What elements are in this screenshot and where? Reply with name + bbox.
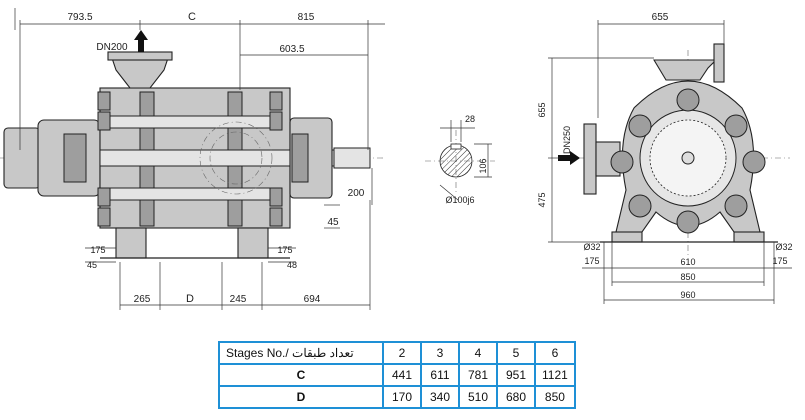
edge-175-left: 175 — [584, 256, 599, 266]
dim-655-top: 655 — [652, 12, 669, 23]
key-width-dim: 28 — [465, 114, 475, 124]
dim-175-right: 175 — [277, 245, 292, 255]
side-view: 793.5 C 815 603.5 DN200 200 45 175 45 17… — [0, 8, 385, 310]
dim-245: 245 — [230, 294, 247, 305]
shaft-diameter-dim: Ø100j6 — [445, 195, 474, 205]
dim-45-left: 45 — [87, 260, 97, 270]
stage-col: 4 — [458, 341, 498, 365]
table-row: D 170 340 510 680 850 — [218, 385, 576, 409]
discharge-arrow-icon — [134, 30, 148, 52]
stage-col: 5 — [496, 341, 536, 365]
dim-45-right: 45 — [327, 217, 339, 228]
width-610: 610 — [680, 257, 695, 267]
table-cell: 340 — [420, 385, 460, 409]
table-cell: 611 — [420, 363, 460, 387]
hole-dia-left: Ø32 — [583, 242, 600, 252]
shaft-cross-section — [439, 144, 473, 178]
dim-200: 200 — [348, 188, 365, 199]
stage-col: 2 — [382, 341, 422, 365]
dim-793-5: 793.5 — [67, 12, 92, 23]
key-height-dim: 106 — [478, 158, 488, 173]
dim-815: 815 — [298, 12, 315, 23]
dn250-label: DN250 — [562, 126, 572, 154]
dn200-label: DN200 — [96, 42, 128, 53]
left-coupling-housing — [3, 127, 41, 189]
dim-265: 265 — [134, 294, 151, 305]
table-cell: 441 — [382, 363, 422, 387]
dim-175-left: 175 — [90, 245, 105, 255]
dim-694: 694 — [304, 294, 321, 305]
left-bearing — [63, 133, 87, 183]
table-cell: 1121 — [534, 363, 576, 387]
table-cell: 170 — [382, 385, 422, 409]
hole-dia-right: Ø32 — [775, 242, 792, 252]
table-cell: 680 — [496, 385, 536, 409]
left-foot — [115, 227, 147, 259]
top-flange — [713, 43, 725, 83]
dim-655-vert: 655 — [537, 102, 547, 117]
dim-603-5: 603.5 — [279, 44, 304, 55]
dim-475: 475 — [537, 192, 547, 207]
shaft-end — [333, 147, 371, 169]
table-cell: 781 — [458, 363, 498, 387]
stage-col: 3 — [420, 341, 460, 365]
suction-arrow-icon — [558, 151, 580, 165]
table-cell: 510 — [458, 385, 498, 409]
dim-48: 48 — [287, 260, 297, 270]
stage-col: 6 — [534, 341, 576, 365]
row-label-c: C — [218, 363, 384, 387]
right-foot — [237, 227, 269, 259]
table-header-row: Stages No./ تعداد طبقات 2 3 4 5 6 — [218, 341, 576, 365]
front-view: 655 655 475 DN250 Ø32 Ø32 175 175 610 85… — [537, 12, 793, 304]
stages-table: Stages No./ تعداد طبقات 2 3 4 5 6 C 441 … — [218, 341, 576, 409]
width-960: 960 — [680, 290, 695, 300]
row-label-d: D — [218, 385, 384, 409]
dim-d: D — [186, 293, 194, 305]
edge-175-right: 175 — [772, 256, 787, 266]
table-cell: 951 — [496, 363, 536, 387]
width-850: 850 — [680, 272, 695, 282]
dim-c: C — [188, 11, 196, 23]
technical-drawing: 793.5 C 815 603.5 DN200 200 45 175 45 17… — [0, 8, 793, 310]
table-cell: 850 — [534, 385, 576, 409]
suction-flange — [583, 123, 597, 195]
table-row: C 441 611 781 951 1121 — [218, 363, 576, 387]
table-header-label: Stages No./ تعداد طبقات — [218, 341, 384, 365]
discharge-nozzle — [111, 57, 169, 89]
keyway — [450, 143, 462, 150]
shaft-section: 28 106 Ø100j6 — [425, 114, 495, 205]
